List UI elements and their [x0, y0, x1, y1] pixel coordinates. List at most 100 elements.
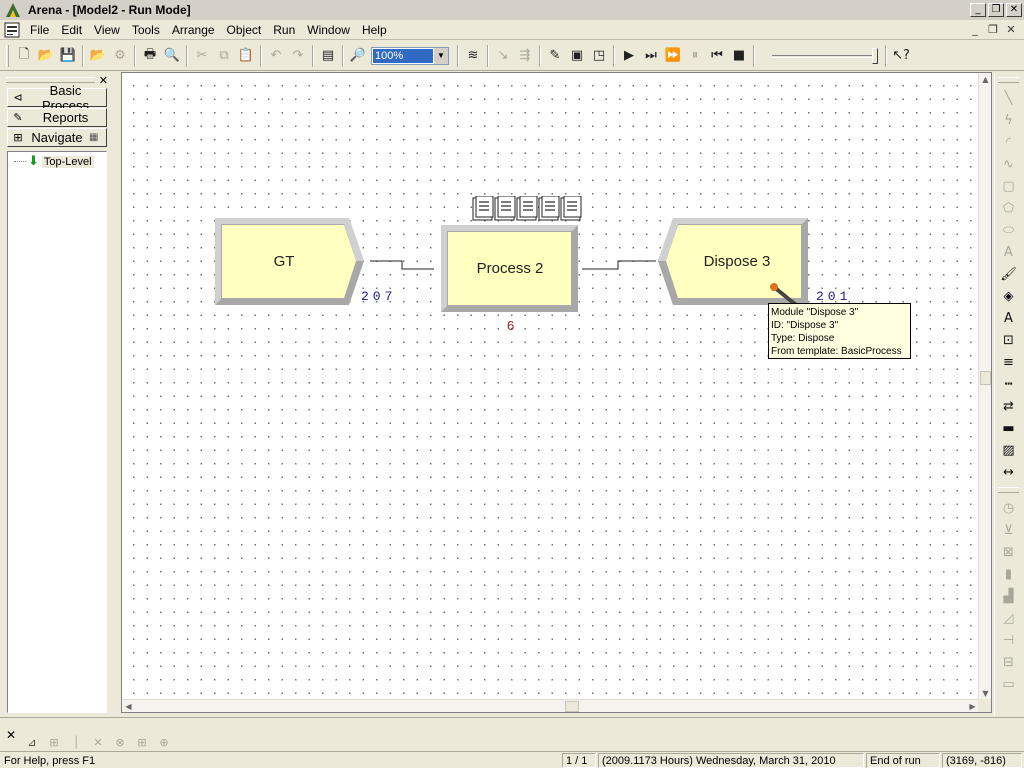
- plot-icon[interactable]: ◿: [1003, 610, 1014, 626]
- paste-icon[interactable]: 📋: [237, 48, 255, 63]
- distance-icon[interactable]: ⊞: [137, 736, 147, 749]
- vertical-scroll-thumb[interactable]: [980, 371, 991, 385]
- global-picture-icon[interactable]: ▭: [1002, 676, 1015, 692]
- level-icon[interactable]: ▮: [1004, 566, 1013, 582]
- save-icon[interactable]: 💾: [59, 48, 77, 63]
- arrow-style-icon[interactable]: ⇄: [1003, 398, 1014, 414]
- menu-run[interactable]: Run: [273, 22, 296, 37]
- print-icon[interactable]: 🖶: [143, 46, 157, 62]
- show-dimensions-icon[interactable]: ↔: [1003, 464, 1014, 480]
- minimize-window-button[interactable]: _: [970, 3, 986, 17]
- date-icon[interactable]: ⊻: [1003, 522, 1014, 538]
- animation-speed-slider[interactable]: [772, 46, 882, 66]
- close-project-bar-icon[interactable]: ✕: [98, 73, 108, 87]
- create-module[interactable]: GT: [214, 217, 366, 307]
- arc-tool-icon[interactable]: ◜: [1005, 134, 1012, 150]
- slider-thumb[interactable]: [872, 47, 878, 64]
- close-window-button[interactable]: ✕: [1006, 3, 1022, 17]
- menu-tools[interactable]: Tools: [131, 22, 160, 37]
- panel-navigate[interactable]: ⊞ Navigate ▦: [7, 128, 107, 147]
- model-canvas[interactable]: GT 207: [122, 73, 979, 700]
- copy-icon[interactable]: ⧉: [219, 48, 229, 63]
- variable-icon[interactable]: ⊠: [1003, 544, 1014, 560]
- bezier-tool-icon[interactable]: ∿: [1003, 156, 1014, 172]
- window-background-icon[interactable]: ⊡: [1003, 332, 1014, 348]
- zoom-magnifier-icon[interactable]: 🔎: [349, 48, 367, 63]
- zoom-value[interactable]: 100%: [373, 48, 433, 63]
- view-window-icon[interactable]: ▤: [321, 48, 335, 63]
- route-icon[interactable]: ⊿: [27, 736, 37, 749]
- zoom-combobox[interactable]: 100% ▼: [371, 46, 449, 65]
- intersection-icon[interactable]: ✕: [93, 736, 103, 749]
- document-icon[interactable]: [4, 22, 20, 38]
- smart-connect-icon[interactable]: ⇶: [519, 48, 531, 63]
- go-play-icon[interactable]: ▶: [624, 48, 634, 63]
- fill-color-icon[interactable]: ◈: [1003, 288, 1014, 304]
- new-file-icon[interactable]: 🗋: [18, 46, 30, 62]
- layers-icon[interactable]: ≋: [467, 48, 479, 63]
- panel-reports[interactable]: ✎ Reports: [7, 108, 107, 127]
- start-over-icon[interactable]: ⏮: [711, 48, 723, 63]
- queue-animation-icon[interactable]: ⊣: [1002, 632, 1015, 648]
- connect-icon[interactable]: ↘: [497, 48, 509, 63]
- undo-icon[interactable]: ↶: [270, 48, 282, 63]
- horizontal-scroll-thumb[interactable]: [565, 701, 579, 712]
- clock-icon[interactable]: ◷: [1002, 500, 1015, 516]
- ellipse-tool-icon[interactable]: ⬭: [1002, 222, 1015, 238]
- station-icon[interactable]: ⊞: [49, 736, 59, 749]
- network-icon[interactable]: ⊕: [159, 736, 169, 749]
- line-pattern-icon[interactable]: ▬: [1002, 420, 1015, 436]
- scroll-down-icon[interactable]: ▼: [982, 689, 989, 698]
- panel-basic-process[interactable]: ⊲ Basic Process: [7, 83, 107, 113]
- open-folder-icon[interactable]: 📂: [37, 48, 55, 63]
- detach-template-icon[interactable]: ⚙: [114, 48, 126, 63]
- print-preview-icon[interactable]: 🔍: [163, 48, 181, 63]
- animate-connectors-icon[interactable]: ▣: [570, 48, 584, 63]
- restore-window-button[interactable]: ❐: [988, 3, 1004, 17]
- scroll-left-icon[interactable]: ◀: [125, 702, 132, 711]
- mdi-close-button[interactable]: ✕: [1006, 22, 1016, 36]
- box-tool-icon[interactable]: ▢: [1002, 178, 1015, 194]
- scroll-right-icon[interactable]: ▶: [969, 702, 976, 711]
- toolbar-grip[interactable]: [998, 487, 1019, 493]
- step-icon[interactable]: ⏭: [645, 48, 657, 63]
- menu-edit[interactable]: Edit: [61, 22, 83, 37]
- vertical-scrollbar[interactable]: ▲ ▼: [978, 73, 991, 700]
- named-views-icon[interactable]: ◳: [592, 48, 606, 63]
- fill-pattern-icon[interactable]: ▨: [1002, 442, 1015, 458]
- pause-icon[interactable]: ⏸: [691, 48, 699, 63]
- end-stop-icon[interactable]: ■: [732, 48, 746, 63]
- scroll-up-icon[interactable]: ▲: [982, 75, 989, 84]
- menu-arrange[interactable]: Arrange: [171, 22, 215, 37]
- arena-app-icon[interactable]: [4, 2, 22, 18]
- process-module[interactable]: Process 2: [440, 224, 580, 314]
- horizontal-scrollbar[interactable]: ◀ ▶: [122, 699, 979, 712]
- toolbar-grip[interactable]: [998, 77, 1019, 83]
- edit-pencil-icon[interactable]: ✎: [549, 48, 561, 63]
- menu-window[interactable]: Window: [307, 22, 350, 37]
- menu-help[interactable]: Help: [361, 22, 387, 37]
- menu-view[interactable]: View: [94, 22, 120, 37]
- segment-icon[interactable]: ⊗: [115, 736, 125, 749]
- open-template-icon[interactable]: 📂: [89, 48, 107, 63]
- text-tool-icon[interactable]: A: [1004, 244, 1013, 260]
- resource-animation-icon[interactable]: ⊟: [1003, 654, 1014, 670]
- line-color-icon[interactable]: 🖌: [1000, 266, 1017, 282]
- line-style-icon[interactable]: ┅: [1004, 376, 1013, 392]
- cut-icon[interactable]: ✂: [196, 48, 208, 63]
- menu-file[interactable]: File: [30, 22, 50, 37]
- chevron-down-icon[interactable]: ▼: [434, 47, 448, 64]
- dispose-module[interactable]: Dispose 3: [657, 217, 809, 307]
- connector-line[interactable]: [582, 259, 658, 273]
- context-help-icon[interactable]: ↖?: [892, 48, 910, 63]
- histogram-icon[interactable]: ▟: [1003, 588, 1014, 604]
- polyline-tool-icon[interactable]: ϟ: [1004, 112, 1013, 128]
- project-bar-grip[interactable]: [6, 77, 95, 83]
- mdi-restore-button[interactable]: ❐: [988, 22, 998, 36]
- connector-line[interactable]: [370, 257, 436, 273]
- close-toolbar-icon[interactable]: ✕: [6, 728, 17, 742]
- polygon-tool-icon[interactable]: ⬠: [1002, 200, 1015, 216]
- nav-item-top-level[interactable]: ⬇ Top-Level: [14, 154, 94, 169]
- mdi-minimize-button[interactable]: _: [972, 22, 978, 36]
- toolbar-grip[interactable]: [6, 44, 9, 67]
